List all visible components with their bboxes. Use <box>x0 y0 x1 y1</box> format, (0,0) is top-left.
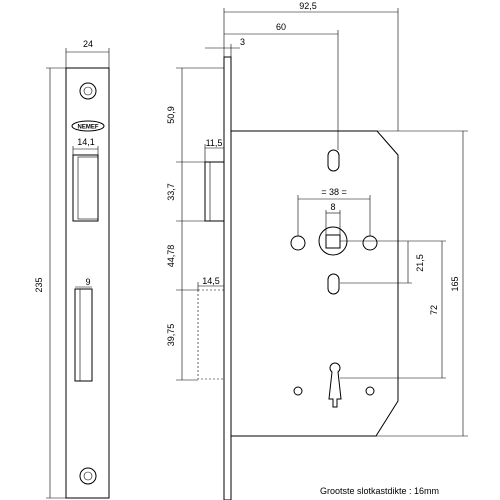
dim-spindle-to-cylinder: 72 <box>429 305 439 315</box>
nemef-logo <box>71 120 105 132</box>
dim-bolt-depth: 14,5 <box>202 276 220 286</box>
spindle-square <box>325 234 341 249</box>
dead-bolt <box>197 289 225 380</box>
upper-slot <box>327 149 340 172</box>
lock-case <box>231 130 399 437</box>
lower-slot <box>327 273 340 295</box>
latch-bolt <box>204 161 225 222</box>
dim-latch-to-bolt: 44,78 <box>166 245 176 268</box>
lower-left-hole <box>293 386 303 396</box>
dim-top-to-latch: 50,9 <box>166 106 176 124</box>
dim-latch-width: 14,1 <box>77 137 95 147</box>
keyhole <box>328 362 342 408</box>
dim-small-offset: 21,5 <box>415 254 425 272</box>
dim-bolt-height: 39,75 <box>166 324 176 347</box>
dim-case-depth: 60 <box>276 22 286 32</box>
dim-bolt-width: 9 <box>85 277 90 287</box>
bolt-opening <box>74 288 93 382</box>
dim-latch-height: 33,7 <box>166 183 176 201</box>
front-plate-view: NEMEF 24 235 14,1 9 <box>34 39 110 499</box>
dim-front-height: 235 <box>34 277 44 292</box>
dim-case-height: 165 <box>450 276 460 291</box>
forend-plate <box>223 56 232 500</box>
right-fixing-hole <box>362 235 378 251</box>
case-thickness-note: Grootste slotkastdikte : 16mm <box>320 486 439 496</box>
logo-text: NEMEF <box>78 125 99 131</box>
top-screw-hole <box>79 82 97 100</box>
dim-plate-thickness: 3 <box>240 37 245 47</box>
bottom-screw-hole <box>79 467 97 485</box>
lower-right-hole <box>365 386 375 396</box>
dim-spindle-size: 8 <box>330 202 335 212</box>
dim-latch-depth: 11,5 <box>206 138 223 148</box>
front-plate <box>65 67 110 499</box>
latch-opening <box>72 154 99 222</box>
dim-backset-total: 92,5 <box>299 1 317 11</box>
dim-front-width: 24 <box>83 39 93 49</box>
lock-case-view: 92,5 60 3 11,5 14,5 50,9 33,7 44,78 39,7… <box>166 1 468 500</box>
left-fixing-hole <box>290 235 306 251</box>
dim-fixing-spacing: = 38 = <box>321 187 347 197</box>
